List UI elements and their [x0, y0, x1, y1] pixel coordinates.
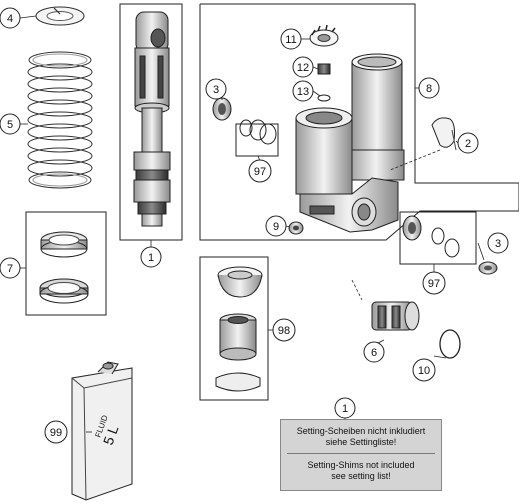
reservoir-cylinder-part	[347, 53, 405, 181]
bushing-right-part	[478, 261, 498, 275]
seal-set-left-part	[239, 119, 277, 145]
note-divider	[287, 453, 435, 454]
callout-5: 5	[0, 113, 21, 135]
note-en-line-2: see setting list!	[331, 471, 391, 481]
svg-text:9: 9	[273, 221, 279, 233]
svg-text:4: 4	[7, 13, 13, 25]
callout-2: 2	[457, 132, 479, 154]
note-de-line-2: siehe Settingliste!	[325, 437, 397, 447]
note-de-line-1: Setting-Scheiben nicht inkludiert	[296, 426, 426, 436]
o-ring-small-part	[317, 94, 331, 102]
callout-99: 99	[44, 420, 68, 444]
note-en-line-1: Setting-Shims not included	[307, 460, 415, 470]
callout-98: 98	[272, 318, 296, 342]
retaining-clip-part	[431, 117, 457, 151]
callout-11: 11	[280, 28, 302, 50]
svg-text:13: 13	[297, 86, 309, 98]
svg-text:1: 1	[342, 403, 348, 415]
callout-97-left: 97	[248, 159, 272, 183]
service-kit-part	[215, 266, 263, 392]
note-german-text: Setting-Scheiben nicht inkludiert siehe …	[281, 426, 441, 448]
lock-nut-part	[317, 63, 331, 75]
compression-adjuster-part	[371, 301, 420, 331]
svg-text:10: 10	[418, 365, 430, 377]
service-kit-98-box	[199, 256, 269, 401]
svg-text:99: 99	[50, 427, 62, 439]
callout-9: 9	[265, 215, 287, 237]
fluid-can-part: FLUID 5 L	[71, 361, 133, 501]
svg-text:97: 97	[428, 278, 440, 290]
svg-text:1: 1	[148, 252, 154, 264]
svg-text:8: 8	[426, 83, 432, 95]
note-ref-callout: 1	[334, 397, 356, 419]
bleed-screw-part	[288, 221, 304, 235]
callout-8: 8	[418, 77, 440, 99]
adjuster-knob-part	[309, 24, 339, 47]
svg-text:98: 98	[278, 325, 290, 337]
bushing-left-part	[212, 97, 232, 121]
callout-3-left: 3	[205, 78, 227, 100]
svg-text:2: 2	[465, 138, 471, 150]
spring-retainer-box	[25, 211, 107, 316]
seal-kit-97-left-box	[235, 123, 279, 157]
svg-text:5: 5	[7, 119, 13, 131]
o-ring-large-part	[439, 329, 461, 359]
svg-text:3: 3	[495, 238, 501, 250]
svg-text:3: 3	[213, 84, 219, 96]
callout-10: 10	[412, 358, 436, 382]
svg-text:12: 12	[297, 62, 309, 74]
group-boxes	[25, 3, 519, 401]
callout-13: 13	[292, 80, 314, 102]
callout-1: 1	[140, 246, 162, 268]
callout-4: 4	[0, 7, 21, 29]
callout-6: 6	[363, 341, 385, 363]
callout-7: 7	[0, 257, 21, 279]
coil-spring-part	[27, 51, 93, 189]
callout-97-right: 97	[422, 271, 446, 295]
svg-text:7: 7	[7, 263, 13, 275]
leader-lines	[19, 15, 485, 433]
callout-3-right: 3	[487, 232, 509, 254]
svg-text:6: 6	[371, 347, 377, 359]
svg-text:97: 97	[254, 166, 266, 178]
can-label-volume: 5 L	[100, 423, 122, 447]
seal-kit-97-right-box	[399, 211, 477, 265]
spring-retainer-part	[39, 231, 89, 304]
callout-12: 12	[292, 56, 314, 78]
seal-set-right-part	[402, 215, 460, 258]
damper-body-part	[295, 107, 399, 233]
reservoir-assembly-box	[199, 3, 519, 241]
note-english-text: Setting-Shims not included see setting l…	[281, 460, 441, 482]
svg-text:11: 11	[285, 34, 296, 46]
shock-absorber-part	[133, 11, 171, 227]
spring-washer-part	[35, 6, 85, 26]
setting-shims-note: Setting-Scheiben nicht inkludiert siehe …	[280, 419, 442, 491]
